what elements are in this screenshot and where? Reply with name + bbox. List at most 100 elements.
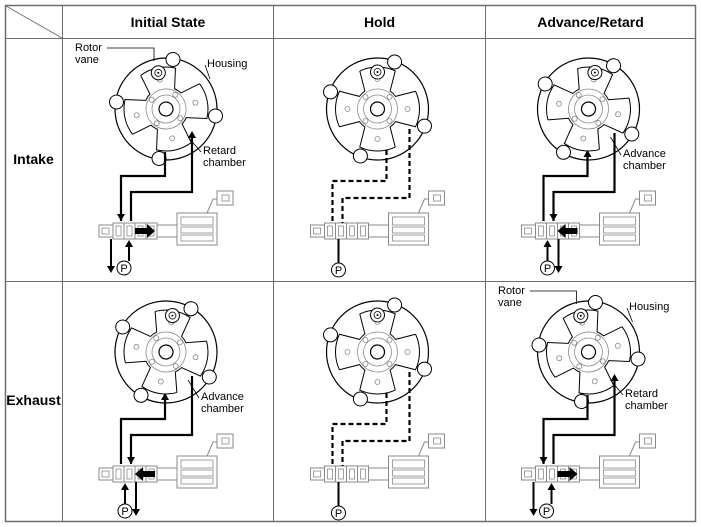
bolt-hole — [386, 118, 393, 124]
leader-line — [530, 290, 577, 304]
spool-land — [535, 222, 547, 240]
bolt-hole — [157, 378, 164, 385]
leader-line — [204, 64, 211, 80]
connector — [216, 433, 234, 449]
pump-symbol — [117, 503, 133, 519]
bolt-hole — [580, 135, 587, 142]
pump-label: P — [120, 263, 127, 275]
spool-land — [346, 465, 358, 483]
pump-label: P — [121, 506, 128, 518]
connector — [639, 433, 656, 449]
connector — [216, 190, 234, 206]
oil-control-valve — [521, 190, 656, 246]
oil-line-b — [341, 372, 411, 466]
spool-land — [335, 222, 347, 240]
bolt-hole — [374, 136, 381, 142]
center-bolt-hole — [580, 344, 597, 360]
diagram: P — [310, 297, 445, 521]
center-bolt-hole — [158, 101, 174, 117]
housing-label: Housing — [207, 58, 247, 70]
rotor-outline — [546, 309, 631, 395]
rotor-outline — [123, 66, 209, 152]
center-bolt-hole — [369, 101, 386, 117]
bolt-hole — [133, 112, 140, 119]
bolt-hole — [591, 378, 598, 385]
bolt-hole — [133, 343, 140, 350]
pump-arrow — [543, 240, 552, 247]
housing-notch — [165, 51, 181, 67]
housing-notch — [387, 297, 403, 313]
bolt-hole — [374, 379, 381, 385]
pump-symbol — [331, 262, 346, 278]
bolt-hole — [386, 361, 393, 367]
bolt-hole — [362, 361, 369, 367]
bolt-hole — [614, 342, 621, 349]
bolt-hole — [362, 118, 369, 124]
bolt-hole — [153, 120, 160, 127]
solenoid — [599, 455, 640, 489]
spool-land — [324, 222, 336, 240]
housing-label: Housing — [629, 301, 669, 313]
bolt-hole — [344, 106, 351, 112]
drain-flow-arrow — [549, 214, 558, 221]
supply-flow-arrow — [188, 131, 196, 138]
solenoid — [176, 455, 218, 489]
rotor-outline — [546, 66, 631, 152]
diagram: P — [310, 54, 445, 278]
housing-notch — [556, 144, 572, 160]
center-bolt-hole — [369, 344, 386, 360]
leader-line — [107, 47, 155, 61]
bolt-hole — [149, 358, 155, 365]
row-header-intake: Intake — [13, 151, 54, 167]
rotor-hub — [568, 88, 609, 130]
oil-control-valve — [98, 190, 234, 246]
oil-control-valve — [521, 433, 656, 489]
pump-arrow — [547, 483, 556, 490]
leader-line — [626, 307, 633, 323]
spool-land — [546, 465, 558, 483]
supply-flow-arrow — [583, 150, 592, 157]
housing-notch — [587, 294, 603, 310]
housing-notch — [108, 94, 124, 110]
bolt-hole — [362, 94, 369, 100]
leader-line — [610, 379, 624, 396]
column-header-advance-retard: Advance/Retard — [537, 14, 644, 30]
spool-direction-arrow — [135, 224, 155, 238]
cell-intake-hold: P — [310, 54, 445, 278]
oil-line-b — [552, 133, 616, 221]
bolt-hole — [172, 91, 179, 98]
bolt-hole — [386, 337, 393, 343]
oil-line-a — [331, 150, 388, 223]
pump-label: P — [543, 506, 550, 518]
leader-line — [187, 136, 202, 153]
housing-notch — [387, 54, 403, 70]
bolt-hole — [192, 99, 199, 106]
spool-land — [357, 465, 369, 483]
pump-arrow — [121, 483, 129, 490]
spool-land — [123, 222, 136, 240]
bolt-hole — [575, 92, 582, 98]
bolt-hole — [153, 335, 160, 341]
housing-notch — [531, 337, 547, 353]
bolt-hole — [556, 100, 562, 107]
rotor-hub-inner — [363, 337, 392, 367]
bolt-hole — [192, 354, 199, 361]
column-header-initial-state: Initial State — [130, 14, 206, 30]
row-header-exhaust: Exhaust — [6, 392, 61, 408]
drain-flow-arrow — [117, 214, 125, 221]
solenoid — [599, 212, 640, 246]
drain-arrow — [554, 266, 563, 273]
oil-line-a — [542, 152, 589, 221]
spool-direction-arrow — [557, 224, 578, 238]
bolt-hole — [148, 96, 155, 103]
bolt-hole — [571, 339, 578, 346]
connector — [428, 433, 445, 449]
